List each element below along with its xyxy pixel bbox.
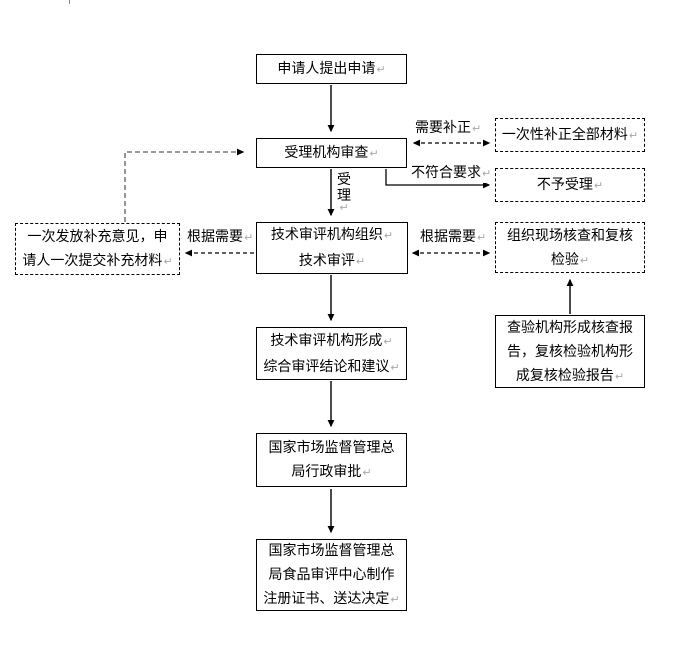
not-meet-requirement-label: 不符合要求↵ [411,164,492,183]
box-line: 技术审评↵ [298,252,366,268]
certificate-box: 国家市场监督管理总 局食品审评中心制作 注册证书、送达决定↵ [256,539,407,611]
accept-box: 受理机构审查↵ [256,138,407,168]
paragraph-mark: ↵ [593,180,604,192]
paragraph-mark: ↵ [614,370,625,383]
box-line: 检验↵ [550,250,590,267]
paragraph-mark: ↵ [579,254,590,267]
paragraph-mark: ↵ [390,594,400,606]
paragraph-mark: ↵ [244,232,254,244]
paragraph-mark: ↵ [339,202,349,214]
box-line: 一次发放补充意见，申 [27,228,168,244]
box-line: 一次性补正全部材料↵ [501,126,639,142]
paragraph-mark: ↵ [376,64,386,76]
supplement-all-materials-box: 一次性补正全部材料↵ [495,118,645,152]
stray-mark [69,0,70,4]
box-line: 注册证书、送达决定↵ [263,590,400,606]
box-line: 请人一次提交补充材料↵ [22,252,173,268]
paragraph-mark: ↵ [477,232,487,244]
paragraph-mark: ↵ [628,130,639,142]
box-line: 受理机构审查↵ [284,144,379,160]
box-line: 不予受理↵ [536,176,604,192]
paragraph-mark: ↵ [163,256,173,268]
need-supplement-label: 需要补正↵ [415,119,482,138]
onsite-inspection-box: 组织现场核查和复核 检验↵ [495,222,645,273]
box-line: 成复核检验报告↵ [515,366,625,383]
box-line: 国家市场监督管理总 [268,542,395,558]
box-line: 局行政审批↵ [291,463,372,479]
arrow-not-meet-requirement [385,169,491,189]
box-line: 技术审评机构形成↵ [270,331,393,348]
inspection-report-box: 查验机构形成核查报 告，复核检验机构形 成复核检验报告↵ [495,315,645,388]
as-needed-right-label: 根据需要↵ [420,228,487,247]
paragraph-mark: ↵ [369,148,379,160]
box-line: 局食品审评中心制作 [268,566,395,582]
paragraph-mark: ↵ [390,361,400,374]
paragraph-mark: ↵ [362,467,372,479]
box-line: 查验机构形成核查报 [507,318,633,335]
paragraph-mark: ↵ [355,256,366,268]
box-line: 综合审评结论和建议↵ [263,357,400,374]
box-line: 申请人提出申请↵ [277,60,386,76]
box-line: 国家市场监督管理总 [268,439,395,455]
reject-box: 不予受理↵ [495,168,645,202]
paragraph-mark: ↵ [383,335,393,348]
technical-review-box: 技术审评机构组织↵ 技术审评↵ [256,222,408,274]
box-line: 组织现场核查和复核 [507,226,633,243]
paragraph-mark: ↵ [482,168,492,180]
box-line: 告，复核检验机构形 [507,342,633,359]
supplement-opinion-box: 一次发放补充意见，申 请人一次提交补充材料↵ [15,223,180,275]
apply-box: 申请人提出申请↵ [256,54,407,84]
paragraph-mark: ↵ [383,230,394,242]
dashed-feedback-to-accept [124,148,245,222]
conclusion-box: 技术审评机构形成↵ 综合审评结论和建议↵ [256,327,407,380]
administrative-approval-box: 国家市场监督管理总 局行政审批↵ [256,433,407,487]
as-needed-left-label: 根据需要↵ [187,228,254,247]
box-line: 技术审评机构组织↵ [270,226,394,242]
paragraph-mark: ↵ [472,123,482,135]
accepted-label: 受理↵ [337,171,351,214]
